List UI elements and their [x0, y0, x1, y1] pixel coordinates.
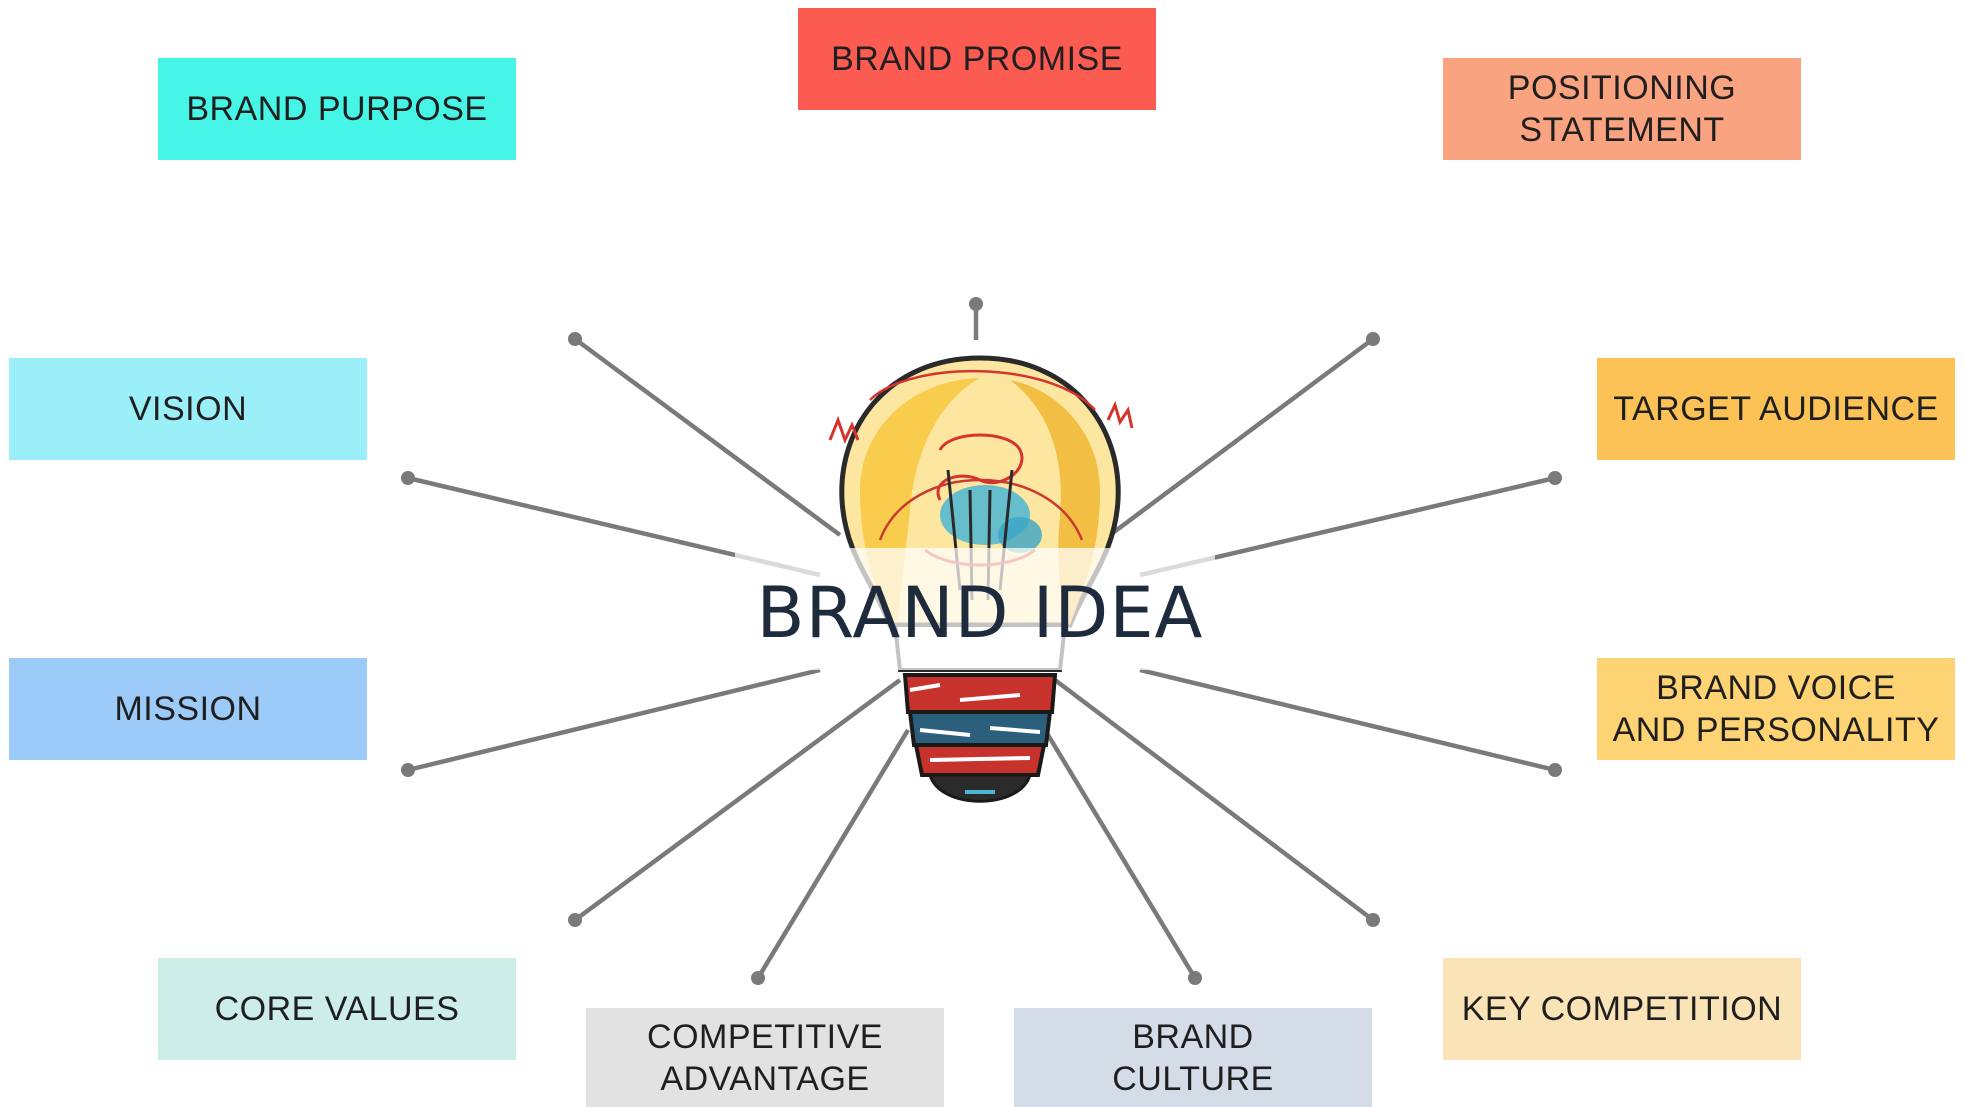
- node-brand-purpose: BRAND PURPOSE: [158, 58, 516, 160]
- connector-line: [756, 728, 910, 980]
- connector-line: [1043, 728, 1197, 980]
- connector-dot: [1548, 763, 1562, 777]
- connector-line: [1053, 678, 1375, 922]
- node-brand-voice-and-personality: BRAND VOICE AND PERSONALITY: [1597, 658, 1955, 760]
- node-core-values: CORE VALUES: [158, 958, 516, 1060]
- connector-dot: [1366, 332, 1380, 346]
- node-brand-promise: BRAND PROMISE: [798, 8, 1156, 110]
- title-band: [735, 548, 1215, 670]
- connector-dot: [568, 913, 582, 927]
- node-mission: MISSION: [9, 658, 367, 760]
- connector-dot: [568, 332, 582, 346]
- connector-line: [407, 667, 821, 773]
- node-key-competition: KEY COMPETITION: [1443, 958, 1801, 1060]
- connector-line: [573, 337, 842, 537]
- connector-line: [1108, 337, 1375, 537]
- connector-dot: [969, 297, 983, 311]
- diagram-center-title: BRAND IDEA: [756, 571, 1204, 654]
- connector-dot: [1548, 471, 1562, 485]
- connector-dot: [751, 971, 765, 985]
- connector-dot: [1188, 971, 1202, 985]
- node-positioning-statement: POSITIONING STATEMENT: [1443, 58, 1801, 160]
- connector-line: [1139, 667, 1556, 773]
- connector-line: [573, 678, 902, 922]
- node-brand-culture: BRAND CULTURE: [1014, 1008, 1372, 1107]
- connector-dot: [401, 471, 415, 485]
- connector-dot: [1366, 913, 1380, 927]
- node-vision: VISION: [9, 358, 367, 460]
- node-target-audience: TARGET AUDIENCE: [1597, 358, 1955, 460]
- connector-dot: [401, 763, 415, 777]
- node-competitive-advantage: COMPETITIVE ADVANTAGE: [586, 1008, 944, 1107]
